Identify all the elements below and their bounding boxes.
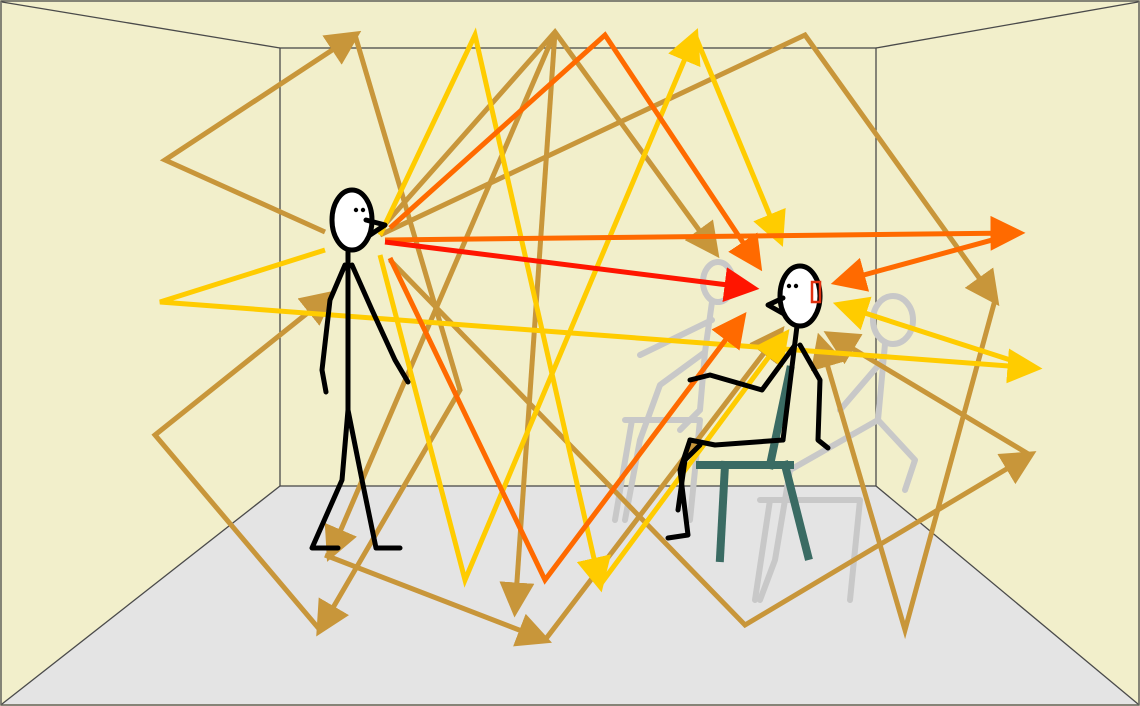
reflection-path — [832, 296, 1036, 371]
reflection-paths — [151, 27, 1043, 647]
reflection-path — [388, 31, 763, 272]
seated-person-icon — [665, 263, 831, 541]
speaker-arm-left — [319, 262, 348, 395]
listener-shin — [665, 437, 693, 541]
reflection-path — [377, 28, 701, 588]
listener-thigh — [687, 437, 786, 448]
reflection-path — [597, 328, 790, 587]
reflection-path — [151, 290, 336, 632]
ear-marker-icon — [810, 280, 822, 304]
tan-reflections — [151, 28, 1037, 647]
reflection-path — [692, 34, 786, 247]
standing-person-icon — [309, 187, 411, 551]
listener-arm-front — [687, 342, 798, 393]
reflection-path — [387, 256, 747, 585]
listener-arm-back — [797, 342, 831, 451]
floor-edge-left — [1, 485, 281, 705]
chair-icon — [696, 365, 813, 563]
reflection-path — [377, 27, 611, 593]
ceiling-edge-left — [1, 1, 281, 49]
speaker-arm-right — [349, 262, 411, 385]
ghost-person-icon — [612, 259, 918, 603]
speaker-leg-left — [309, 407, 351, 551]
listener-shin-back — [675, 442, 703, 513]
reflection-path — [499, 31, 558, 618]
listener-nose — [765, 295, 787, 317]
orange-reflections — [384, 31, 1026, 585]
reflection-path — [159, 30, 362, 235]
reflection-path — [830, 230, 1019, 292]
reflection-path — [384, 215, 1026, 251]
direct-sound-path — [384, 239, 760, 302]
reflection-path — [388, 258, 1037, 629]
speaker-leg-right — [345, 407, 403, 551]
ceiling-edge-right — [875, 1, 1139, 49]
listener-head — [777, 263, 823, 329]
reflection-path — [324, 552, 552, 647]
reflection-path — [378, 31, 1000, 307]
reflection-path — [810, 299, 998, 640]
reflection-path — [316, 34, 463, 637]
reflection-path — [324, 31, 558, 562]
speaker-nose — [363, 217, 388, 238]
